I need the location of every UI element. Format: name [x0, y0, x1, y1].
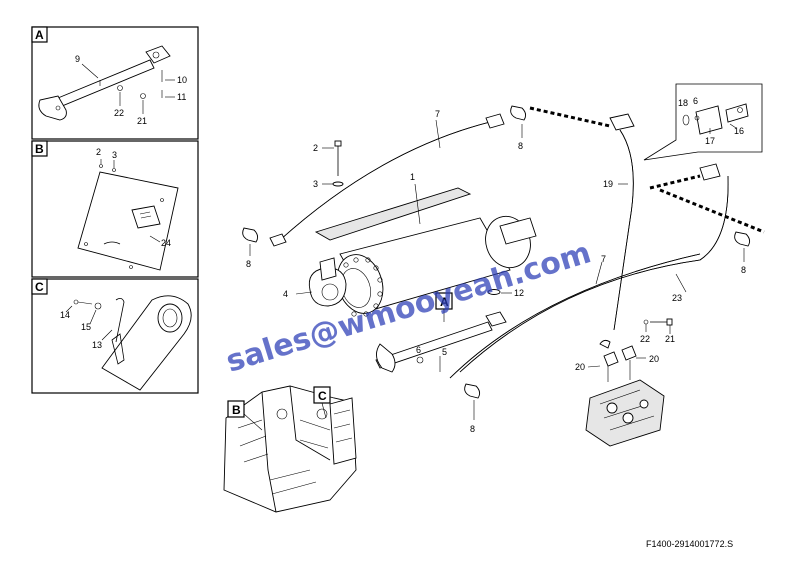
- callout-c-14: 14: [60, 310, 70, 320]
- detail-box-b: B 2 3 24: [31, 140, 199, 278]
- box-a-letter: A: [35, 28, 44, 42]
- callout-7-upper: 7: [435, 109, 440, 119]
- bolt-and-washer: 2 3: [313, 140, 344, 189]
- callout-20-right: 20: [649, 354, 659, 364]
- callout-7-lower: 7: [601, 254, 606, 264]
- control-valve: 20 20 22 21: [575, 318, 675, 447]
- detail-box-a: A 9 10 11 22 21: [31, 26, 199, 140]
- callout-20-left: 20: [575, 362, 585, 372]
- drawing-code: F1400-2914001772.S: [646, 539, 733, 549]
- callout-2: 2: [313, 143, 318, 153]
- callout-a-11: 11: [177, 92, 186, 102]
- callout-c-15: 15: [81, 322, 91, 332]
- view-marker-c: C: [318, 389, 327, 403]
- callout-3: 3: [313, 179, 318, 189]
- callout-4: 4: [283, 289, 288, 299]
- callout-a-10: 10: [177, 75, 187, 85]
- lift-cylinder: 1 4: [283, 172, 537, 317]
- callout-6-right: 6: [693, 96, 698, 106]
- callout-18: 18: [678, 98, 688, 108]
- view-a-assembly: A 12 6 5: [375, 288, 524, 373]
- callout-a-9: 9: [75, 54, 80, 64]
- callout-21: 21: [665, 334, 675, 344]
- callout-1: 1: [410, 172, 415, 182]
- callout-b-2: 2: [96, 147, 101, 157]
- callout-8-bottom: 8: [470, 424, 475, 434]
- box-b-letter: B: [35, 142, 44, 156]
- flange-bolts: [343, 257, 383, 317]
- callout-23: 23: [672, 293, 682, 303]
- callout-16: 16: [734, 126, 744, 136]
- callout-19: 19: [603, 179, 613, 189]
- callout-8-top: 8: [518, 141, 523, 151]
- callout-5: 5: [442, 347, 447, 357]
- callout-a-21: 21: [137, 116, 147, 126]
- callout-b-24: 24: [161, 238, 171, 248]
- callout-12: 12: [514, 288, 524, 298]
- callout-a-22: 22: [114, 108, 124, 118]
- callout-8-left: 8: [246, 259, 251, 269]
- box-c-letter: C: [35, 280, 44, 294]
- callout-c-13: 13: [92, 340, 102, 350]
- bracket-detail: 18 6 16 17: [643, 83, 763, 161]
- callout-22: 22: [640, 334, 650, 344]
- detail-box-c: C 14 15 13: [31, 278, 199, 394]
- callout-17: 17: [705, 136, 715, 146]
- hoses: 7 7 19 23: [269, 106, 765, 379]
- frame-overview: B C: [223, 385, 357, 513]
- hose-clamps: 8 8 8 8: [242, 105, 751, 434]
- view-marker-a: A: [440, 295, 449, 309]
- callout-6-left: 6: [416, 345, 421, 355]
- view-marker-b: B: [232, 403, 241, 417]
- callout-b-3: 3: [112, 150, 117, 160]
- callout-8-right: 8: [741, 265, 746, 275]
